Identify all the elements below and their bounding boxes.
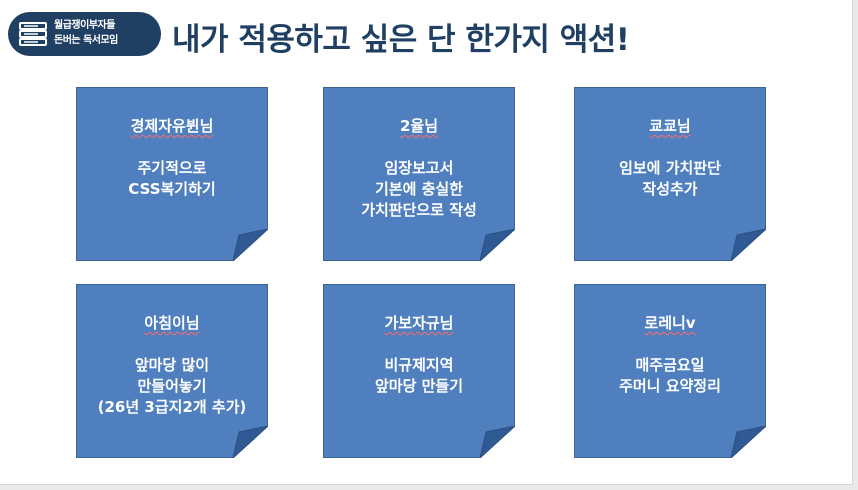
note-line: 매주금요일 [635, 356, 705, 374]
note-fold-corner [731, 426, 766, 458]
note-line: 임장보고서 [384, 159, 454, 177]
note-line: 임보에 가치판단 [619, 159, 721, 177]
note-author: 아침이님 [144, 314, 200, 332]
note-line: (26년 3급지2개 추가) [97, 398, 247, 416]
badge-line-1: 월급쟁이부자들 [54, 20, 115, 31]
reading-club-badge: 월급쟁이부자들 돈버는 독서모임 [8, 12, 161, 56]
badge-text: 월급쟁이부자들 돈버는 독서모임 [54, 18, 158, 48]
note-fold-corner [233, 229, 268, 261]
note-author: 2율님 [399, 117, 439, 135]
note-line: 만들어놓기 [137, 377, 207, 395]
note-line: 주기적으로 [137, 159, 207, 177]
note-fold-corner [233, 426, 268, 458]
note-fold-corner [731, 229, 766, 261]
note-line: 가치판단으로 작성 [361, 201, 477, 219]
note-author: 경제자유뷘님 [130, 117, 214, 135]
note-line: 주머니 요약정리 [619, 377, 721, 395]
note-line: CSS복기하기 [128, 180, 216, 198]
note-fold-corner [480, 426, 515, 458]
note-line: 앞마당 많이 [134, 356, 210, 374]
note-author: 로레니v [644, 314, 696, 332]
note-fold-corner [480, 229, 515, 261]
books-icon [19, 22, 47, 46]
note-line: 앞마당 만들기 [374, 377, 464, 395]
page-title: 내가 적용하고 싶은 단 한가지 액션! [172, 22, 630, 58]
note-author: 쿄쿄님 [649, 117, 691, 135]
note-line: 작성추가 [642, 180, 698, 198]
badge-line-2: 돈버는 독서모임 [54, 35, 118, 46]
note-author: 가보자규님 [384, 314, 454, 332]
note-line: 기본에 충실한 [374, 180, 464, 198]
note-line: 비규제지역 [384, 356, 454, 374]
